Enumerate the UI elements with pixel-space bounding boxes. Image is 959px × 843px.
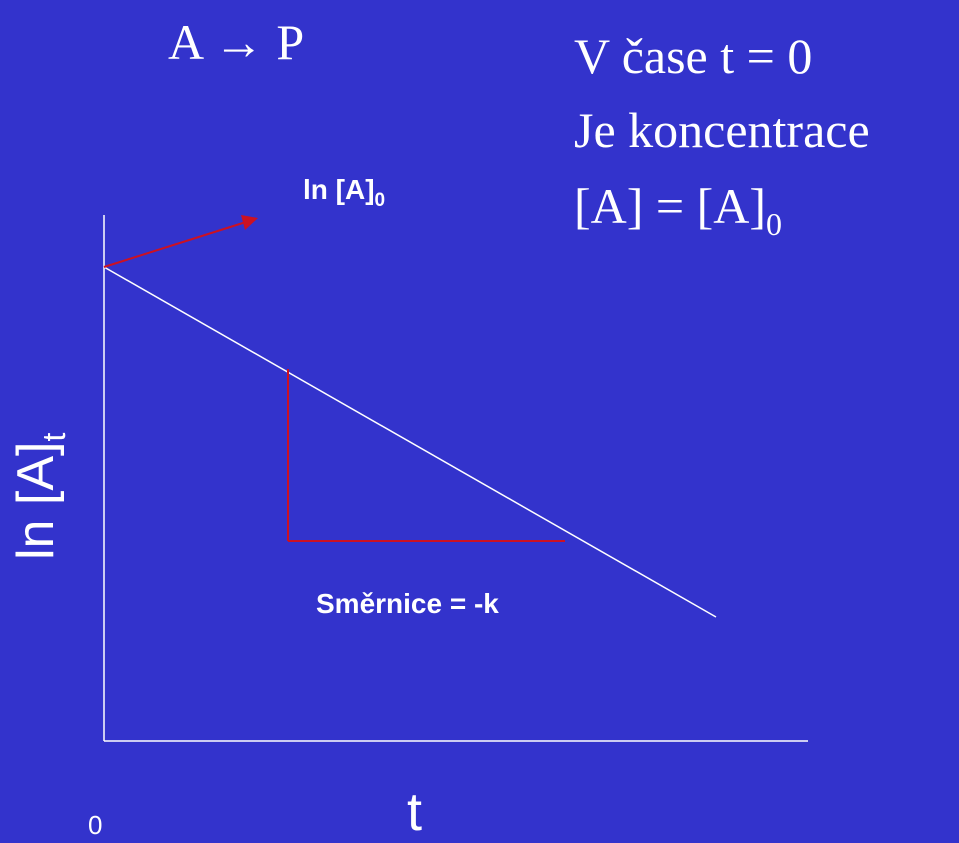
condition-line-2: Je koncentrace <box>574 102 870 158</box>
intercept-label: ln [A]0 <box>303 170 385 214</box>
intercept-label-sub: 0 <box>374 190 386 211</box>
x-axis-label: t <box>407 782 423 842</box>
intercept-label-main: ln [A] <box>303 174 375 205</box>
condition-line-1: V čase t = 0 <box>574 28 813 84</box>
y-axis-label-main: ln [A] <box>7 441 65 561</box>
decay-line <box>103 266 717 618</box>
origin-label: 0 <box>88 810 103 840</box>
condition-line-3: [A] = [A]0 <box>574 176 782 242</box>
intercept-arrow-head <box>241 215 258 230</box>
y-axis-label: ln [A]t <box>6 433 72 560</box>
intercept-arrow-shaft <box>103 221 247 268</box>
y-axis-label-sub: t <box>36 432 72 442</box>
reaction-equation: A → P <box>168 14 305 70</box>
slope-label: Směrnice = -k <box>316 588 499 619</box>
condition-line-3-main: [A] = [A] <box>574 178 767 234</box>
condition-line-3-sub: 0 <box>766 206 783 242</box>
